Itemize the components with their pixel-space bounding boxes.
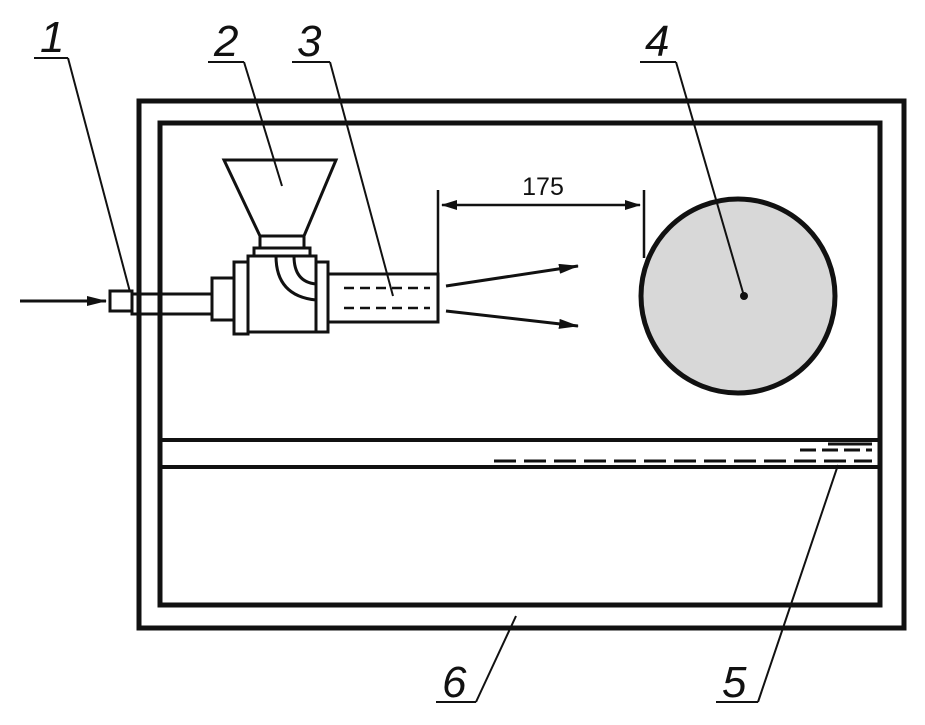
spray-arrow-upper <box>445 263 579 288</box>
callout-1: 1 <box>40 13 64 62</box>
rail <box>162 438 880 469</box>
spray-arrow-lower <box>445 309 579 329</box>
dimension-value: 175 <box>522 173 564 201</box>
target-disc <box>638 196 838 396</box>
barrel <box>326 272 440 324</box>
enclosure-outer-frame <box>136 98 907 631</box>
callout-5: 5 <box>722 658 747 707</box>
callout-4: 4 <box>645 17 669 66</box>
callout-2: 2 <box>213 17 238 66</box>
leader-lines <box>34 57 839 703</box>
feeder-body <box>210 254 330 336</box>
enclosure-inner-frame <box>157 120 883 608</box>
hopper <box>221 158 339 258</box>
callout-6: 6 <box>442 658 467 707</box>
dimension-line <box>436 190 646 276</box>
callout-3: 3 <box>297 17 322 66</box>
